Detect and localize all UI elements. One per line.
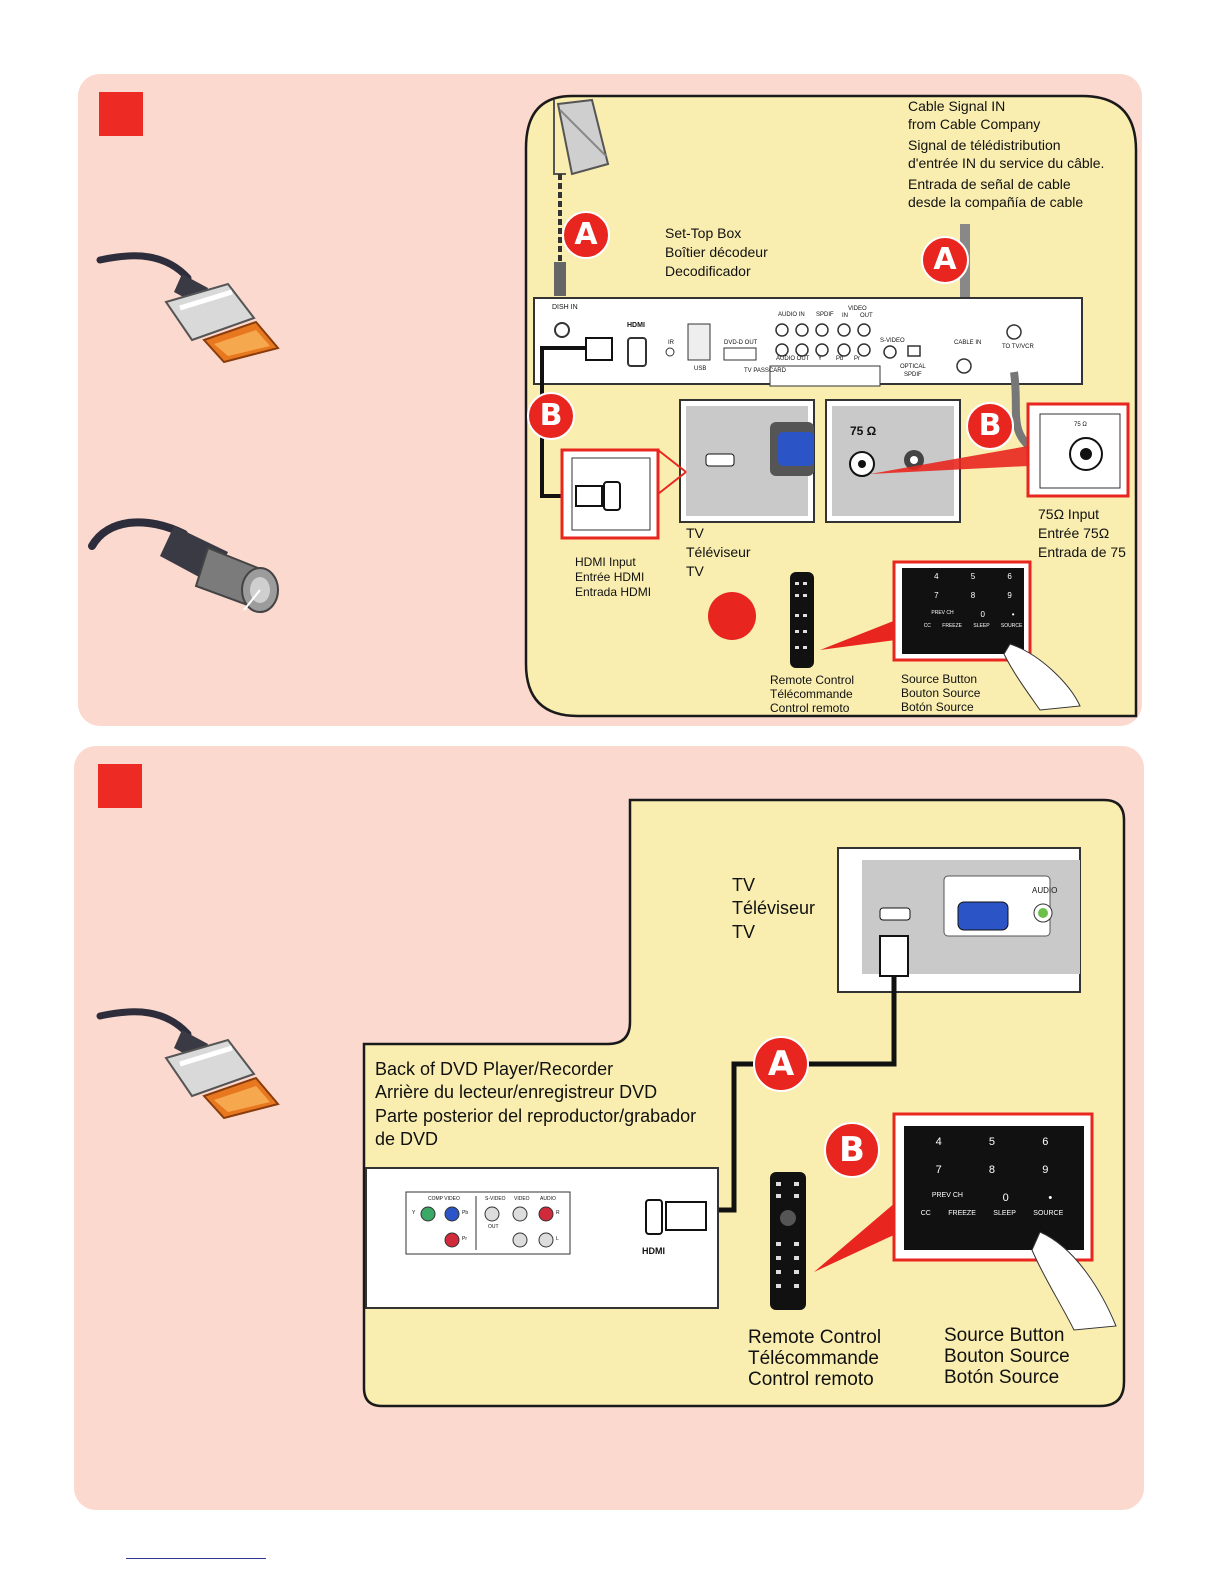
dvd-back-label: Back of DVD Player/Recorder Arrière du l… <box>375 1059 697 1150</box>
port-label-audio-out: AUDIO OUT <box>776 356 810 362</box>
port-label-l-dvd: L <box>556 1236 559 1242</box>
coax-cable-icon <box>88 518 279 613</box>
port-label-hdmi: HDMI <box>627 322 645 329</box>
key-8: 8 <box>988 1164 996 1176</box>
port-label-audio-dvd: AUDIO <box>540 1196 556 1202</box>
hdmi-cable-icon <box>96 252 280 364</box>
diagram-2-box <box>362 798 1126 1408</box>
port-label-y: Y <box>818 356 823 362</box>
section-1-marker <box>99 92 143 136</box>
badge-a-cable: A <box>921 236 969 284</box>
key-9: 9 <box>1007 591 1012 600</box>
port-label-usb: USB <box>694 366 707 372</box>
port-label-y-dvd: Y <box>412 1210 416 1216</box>
port-label-video-dvd: VIDEO <box>514 1196 530 1202</box>
key-4: 4 <box>935 1136 942 1148</box>
port-label-r-dvd: R <box>556 1210 560 1216</box>
port-label-comp-video: COMP VIDEO <box>428 1196 460 1202</box>
tv-label-2: TV Téléviseur TV <box>732 875 816 942</box>
port-label-spdif: SPDIF <box>816 312 834 318</box>
port-label-dish-in: DISH IN <box>552 304 578 311</box>
port-label-out: OUT <box>860 313 873 319</box>
port-label-svideo-dvd: S-VIDEO <box>485 1196 506 1202</box>
port-label-75-ohm: 75 Ω <box>850 424 877 438</box>
key-5: 5 <box>970 572 976 581</box>
port-label-audio-tv: AUDIO <box>1032 886 1058 895</box>
port-label-pr-dvd: Pr <box>462 1236 467 1242</box>
badge-a-dish: A <box>562 211 610 259</box>
port-label-to-tv-vcr: TO TV/VCR <box>1002 344 1034 350</box>
port-label-spdif-low: SPDIF <box>904 372 922 378</box>
key-prev-ch: PREV CH <box>931 610 954 616</box>
port-label-pr: Pr <box>854 356 860 362</box>
key-dot: • <box>1048 1192 1053 1204</box>
key-6: 6 <box>1042 1136 1049 1148</box>
port-label-optical: OPTICAL <box>900 364 926 370</box>
port-label-in: IN <box>842 313 848 319</box>
key-source: SOURCE <box>1033 1210 1064 1217</box>
key-prev-ch: PREV CH <box>931 1192 963 1199</box>
badge-b-coax: B <box>966 402 1014 450</box>
remote-control-label: Remote Control Télécommande Control remo… <box>770 673 855 715</box>
port-label-ir: IR <box>668 340 674 346</box>
section-2-marker <box>98 764 142 808</box>
set-top-box-label: Set-Top Box Boîtier décodeur Decodificad… <box>665 225 768 279</box>
hdmi-cable-icon-2 <box>96 1008 280 1120</box>
port-label-dvd-d-out: DVD-D OUT <box>724 340 758 346</box>
footer-rule <box>126 1558 266 1559</box>
port-label-out-dvd: OUT <box>488 1224 499 1230</box>
port-label-pb-dvd: Pb <box>462 1210 469 1216</box>
key-0: 0 <box>1002 1192 1009 1204</box>
tv-label: TV Téléviseur TV <box>686 525 751 579</box>
key-6: 6 <box>1007 572 1012 581</box>
key-sleep: SLEEP <box>993 1210 1016 1217</box>
remote-control-label-2: Remote Control Télécommande Control remo… <box>748 1327 882 1390</box>
key-7: 7 <box>934 591 939 600</box>
key-freeze: FREEZE <box>948 1210 976 1217</box>
key-9: 9 <box>1042 1164 1049 1176</box>
ohm-input-label: 75Ω Input Entrée 75Ω Entrada de 75 <box>1038 506 1126 560</box>
key-cc: CC <box>920 1210 931 1217</box>
key-freeze: FREEZE <box>942 623 963 629</box>
port-label-pb: Pb <box>836 356 844 362</box>
key-5: 5 <box>988 1136 996 1148</box>
badge-b-hdmi: B <box>527 392 575 440</box>
key-7: 7 <box>935 1164 942 1176</box>
badge-a-dvd: A <box>753 1036 809 1092</box>
cable-signal-label: Cable Signal IN from Cable Company Signa… <box>908 98 1105 210</box>
key-cc: CC <box>923 623 931 629</box>
port-label-75-ohm-small: 75 Ω <box>1074 422 1087 428</box>
keypad-2: 4 5 6 7 8 9 PREV CH 0 • CC FREEZE SLEEP … <box>912 1136 1072 1217</box>
port-label-tv-passcard: TV PASSCARD <box>744 368 786 374</box>
key-dot: • <box>1011 610 1015 619</box>
badge-b-dvd: B <box>824 1122 880 1178</box>
keypad-1: 4 5 6 7 8 9 PREV CH 0 • CC FREEZE SLEEP … <box>918 572 1028 629</box>
key-source: SOURCE <box>1000 623 1023 629</box>
key-0: 0 <box>980 610 985 619</box>
key-8: 8 <box>970 591 976 600</box>
diagram-1-box <box>524 94 1138 718</box>
port-label-svideo: S-VIDEO <box>880 338 905 344</box>
port-label-video: VIDEO <box>848 306 867 312</box>
source-button-label-2: Source Button Bouton Source Botón Source <box>944 1325 1070 1388</box>
port-label-hdmi-dvd: HDMI <box>642 1246 665 1256</box>
port-label-cable-in: CABLE IN <box>954 340 982 346</box>
port-label-audio-in: AUDIO IN <box>778 312 805 318</box>
key-sleep: SLEEP <box>973 623 990 629</box>
key-4: 4 <box>934 572 939 581</box>
hdmi-input-label: HDMI Input Entrée HDMI Entrada HDMI <box>575 555 652 599</box>
source-button-label: Source Button Bouton Source Botón Source <box>901 672 981 714</box>
